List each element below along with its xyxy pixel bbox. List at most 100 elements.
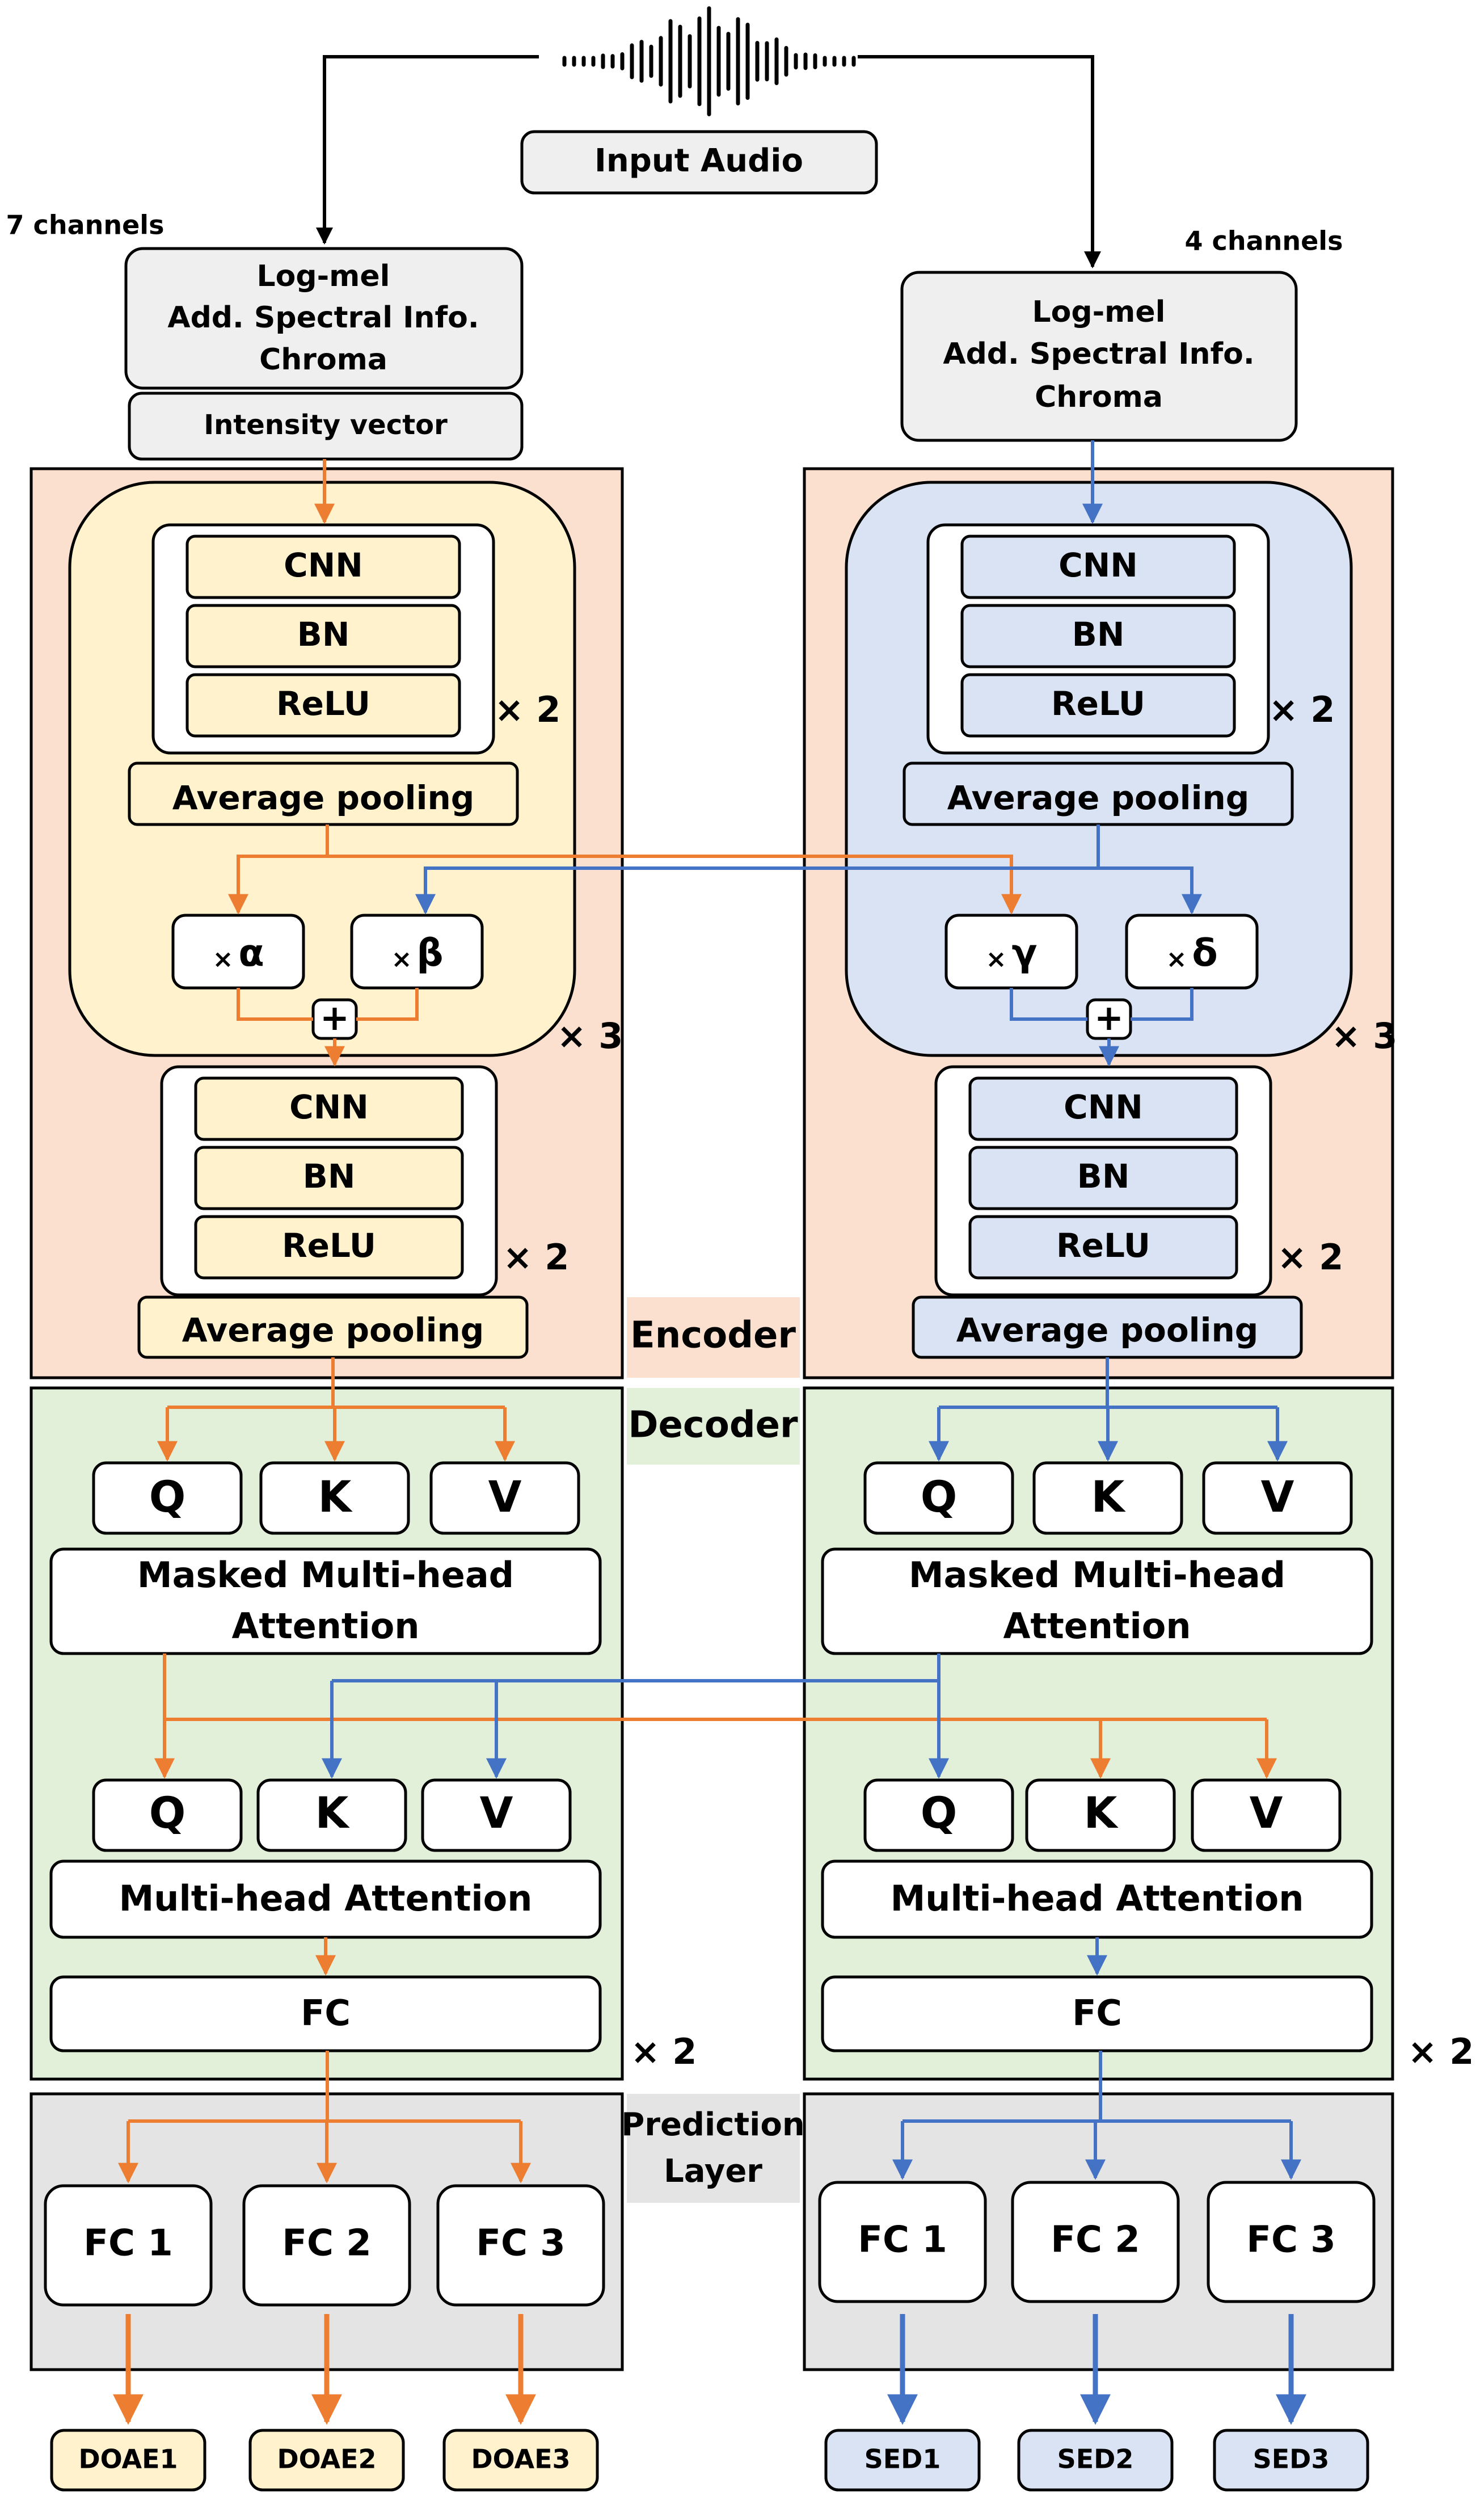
right-qkv1-label-0: Q	[921, 1471, 958, 1522]
left-weight-1-prefix: ×	[213, 945, 234, 974]
right-cnn-layer	[960, 535, 1236, 599]
left-qkv2-label-0: Q	[149, 1787, 186, 1838]
right-qkv1-box-1	[1032, 1461, 1183, 1535]
left-feature-box	[124, 247, 524, 390]
left-cnn-label: CNN	[284, 546, 363, 584]
left-2-bn-layer	[194, 1146, 464, 1210]
right-bn-layer	[960, 604, 1236, 668]
left-masked-attention-line1: Masked Multi-head	[137, 1554, 514, 1596]
left-pred-fc-label-0: FC 1	[83, 2223, 173, 2265]
left-fc-label: FC	[301, 1992, 351, 2034]
prediction-label-bg	[627, 2094, 800, 2203]
right-masked-attention-box	[821, 1547, 1373, 1655]
left-pool-to-alpha	[228, 824, 329, 915]
right-qkv2-box-2	[1191, 1778, 1342, 1852]
left-qkv2-label-1: K	[315, 1787, 351, 1838]
right-decoder-repeat: × 2	[1408, 2031, 1474, 2072]
right-output-box-1	[1017, 2429, 1174, 2492]
left-weight1-to-sum	[237, 988, 313, 1021]
right-weight-2-symbol: δ	[1192, 931, 1217, 975]
right-pred-fc-label-0: FC 1	[858, 2219, 947, 2261]
right-feature-spectral: Add. Spectral Info.	[943, 337, 1254, 371]
right-output-label-0: SED1	[864, 2444, 941, 2475]
right-2-cnn-label: CNN	[1064, 1088, 1143, 1126]
left-qkv2-box-2	[421, 1778, 572, 1852]
right-weight1-to-sum	[1010, 988, 1087, 1021]
decoder-label: Decoder	[628, 1404, 798, 1446]
right-weight2-to-sum	[1131, 988, 1194, 1021]
right-2-bn-label: BN	[1077, 1157, 1130, 1196]
right-pooling-label: Average pooling	[947, 779, 1250, 817]
left-output-label-2: DOAE3	[471, 2444, 570, 2475]
right-2-relu-layer	[968, 1215, 1238, 1280]
decoder-label-bg	[627, 1388, 800, 1465]
left-weight-2-prefix: ×	[391, 945, 412, 974]
left-weight-2-symbol: β	[416, 931, 443, 975]
right-cnn-label: CNN	[1058, 546, 1138, 584]
left-conv-repeat: × 2	[495, 689, 561, 730]
left-cnn-layer	[185, 535, 461, 599]
right-masked-attention-line1: Masked Multi-head	[909, 1554, 1285, 1596]
right-qkv1-label-1: K	[1091, 1471, 1127, 1522]
left-feature-chroma: Chroma	[259, 343, 387, 377]
prediction-label-line1: Prediction	[621, 2106, 804, 2143]
left-sum-label: +	[320, 997, 349, 1038]
right-output-label-2: SED3	[1253, 2444, 1330, 2475]
left-channels-label: 7 channels	[6, 210, 165, 241]
right-fc-box	[821, 1975, 1373, 2052]
right-pooling2-label: Average pooling	[956, 1311, 1259, 1349]
right-fc-label: FC	[1072, 1992, 1122, 2034]
right-2-bn-layer	[968, 1146, 1238, 1210]
left-output-label-1: DOAE2	[277, 2444, 376, 2475]
right-qkv2-box-1	[1025, 1778, 1176, 1852]
right-pred-fc-box-1	[1011, 2181, 1180, 2303]
left-pooling-box	[128, 762, 519, 826]
left-bn-label: BN	[297, 615, 350, 654]
left-pred-fc-label-1: FC 2	[282, 2223, 372, 2265]
right-weight-2-prefix: ×	[1166, 945, 1187, 974]
right-qkv2-label-0: Q	[921, 1787, 958, 1838]
right-pred-fc-label-1: FC 2	[1051, 2219, 1140, 2261]
left-qkv1-label-1: K	[318, 1471, 353, 1522]
left-pred-fc-box-0	[44, 2184, 213, 2307]
input-to-right-arrow	[858, 55, 1101, 268]
left-2-bn-label: BN	[303, 1157, 356, 1196]
left-masked-attention-line2: Attention	[231, 1605, 419, 1647]
right-output-box-2	[1213, 2429, 1369, 2492]
right-qkv1-box-2	[1202, 1461, 1353, 1535]
right-feature-chroma: Chroma	[1035, 380, 1163, 414]
left-pred-fc-box-1	[242, 2184, 411, 2307]
left-intensity-label: Intensity vector	[204, 409, 448, 441]
left-pred-fc-box-2	[436, 2184, 605, 2307]
left-qkv1-box-0	[92, 1461, 243, 1535]
left-feature-spectral: Add. Spectral Info.	[167, 301, 479, 335]
right-qkv2-label-2: V	[1250, 1787, 1283, 1838]
right-output-label-1: SED2	[1057, 2444, 1134, 2475]
left-feature-logmel: Log-mel	[257, 259, 390, 293]
right-feature-logmel: Log-mel	[1032, 295, 1166, 329]
right-sum-label: +	[1094, 997, 1124, 1038]
right-pool-to-beta	[415, 866, 1098, 915]
left-output-box-0	[50, 2429, 206, 2492]
right-weight-1-prefix: ×	[986, 945, 1007, 974]
left-bn-layer	[185, 604, 461, 668]
right-output-box-0	[824, 2429, 981, 2492]
right-bn-label: BN	[1072, 615, 1125, 654]
left-qkv1-label-0: Q	[149, 1471, 186, 1522]
right-pred-fc-box-0	[818, 2181, 987, 2303]
left-relu-label: ReLU	[276, 684, 370, 723]
left-weight2-to-sum	[356, 988, 419, 1021]
right-qkv2-label-1: K	[1084, 1787, 1119, 1838]
left-masked-attention-box	[49, 1547, 602, 1655]
right-masked-attention-line2: Attention	[1003, 1605, 1191, 1647]
right-qkv2-box-0	[863, 1778, 1014, 1852]
left-2-relu-layer	[194, 1215, 464, 1280]
left-qkv1-box-2	[429, 1461, 580, 1535]
right-conv-repeat: × 2	[1269, 689, 1335, 730]
left-qkv1-label-2: V	[488, 1471, 522, 1522]
prediction-label-line2: Layer	[664, 2153, 762, 2190]
right-2-relu-label: ReLU	[1056, 1226, 1150, 1265]
waveform-icon	[562, 6, 856, 116]
input-to-left-arrow	[316, 55, 539, 245]
